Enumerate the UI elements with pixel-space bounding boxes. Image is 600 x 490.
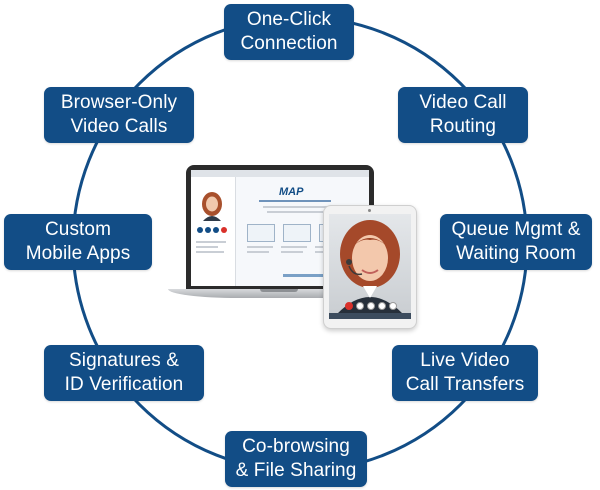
feature-label-line2: Video Calls <box>70 116 168 137</box>
laptop-logo: MAP <box>279 182 303 200</box>
tablet-caption-strip <box>329 313 411 319</box>
feature-signatures-id-verification: Signatures & ID Verification <box>44 345 204 401</box>
feature-browser-only-video-calls: Browser-Only Video Calls <box>44 87 194 143</box>
feature-video-call-routing: Video Call Routing <box>398 87 528 143</box>
tablet-camera <box>368 209 371 212</box>
tablet-screen <box>329 214 411 319</box>
feature-label-line1: Queue Mgmt & <box>451 219 581 240</box>
tablet-call-controls <box>345 302 397 310</box>
feature-label-line1: Signatures & <box>69 350 179 371</box>
feature-queue-management: Queue Mgmt & Waiting Room <box>440 214 592 270</box>
feature-label-line2: Mobile Apps <box>25 243 131 264</box>
laptop-notch <box>260 289 298 292</box>
feature-label-line2: Routing <box>429 116 497 137</box>
feature-custom-mobile-apps: Custom Mobile Apps <box>4 214 152 270</box>
feature-cobrowsing-file-sharing: Co-browsing & File Sharing <box>225 431 367 487</box>
feature-label-line1: One-Click <box>246 9 332 30</box>
feature-label-line1: Live Video <box>420 350 510 371</box>
feature-label-line2: & File Sharing <box>235 460 357 481</box>
video-call-panel <box>191 177 236 286</box>
feature-label-line1: Browser-Only <box>60 92 178 113</box>
laptop-logo-text: MAP <box>279 186 304 198</box>
feature-label-line1: Video Call <box>419 92 507 113</box>
feature-label-line1: Co-browsing <box>242 436 350 457</box>
browser-bar <box>191 170 369 177</box>
feature-label-line2: Connection <box>240 33 338 54</box>
feature-label-line2: Call Transfers <box>405 374 525 395</box>
tablet-illustration <box>323 205 417 329</box>
page-footer-strip <box>283 274 353 277</box>
feature-live-video-call-transfers: Live Video Call Transfers <box>392 345 538 401</box>
feature-label-line2: ID Verification <box>64 374 184 395</box>
agent-photo-icon <box>337 220 403 314</box>
feature-one-click-connection: One-Click Connection <box>224 4 354 60</box>
feature-label-line1: Custom <box>44 219 112 240</box>
call-controls <box>197 227 231 233</box>
feature-label-line2: Waiting Room <box>456 243 576 264</box>
laptop-base <box>168 289 390 298</box>
agent-avatar-icon <box>202 192 222 221</box>
